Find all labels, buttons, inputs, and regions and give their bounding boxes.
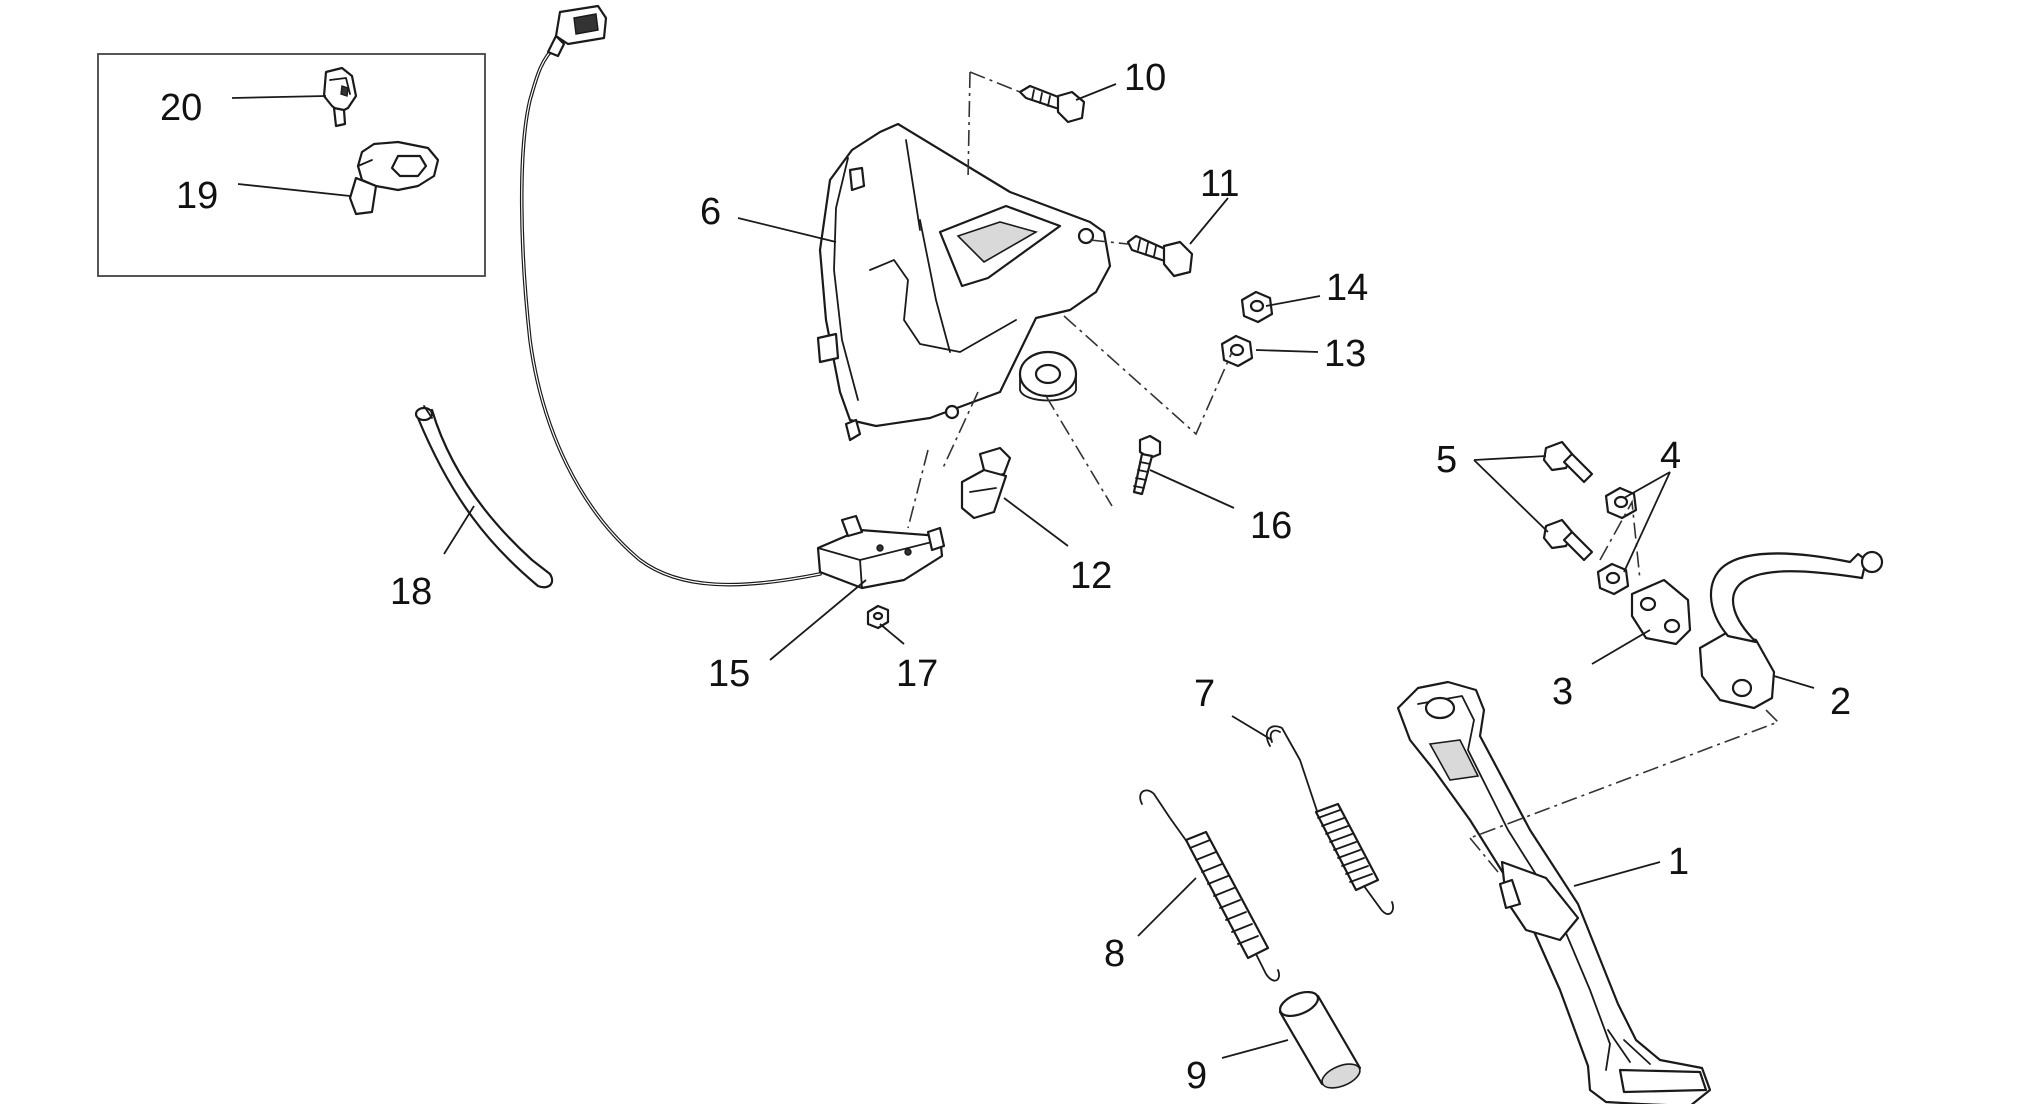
callout-19: 19 [176,175,218,217]
part-1-side-stand [1396,680,1712,1104]
switch-cable [519,4,822,587]
part-12-pivot-pin [960,446,1012,520]
part-4-nuts [1596,486,1638,596]
part-20-clip [322,66,358,128]
part-9-bushing [1278,990,1362,1089]
callout-9: 9 [1186,1055,1207,1097]
callout-6: 6 [700,191,721,233]
inset-detail-box [97,53,486,277]
callout-5: 5 [1436,439,1457,481]
callout-1: 1 [1668,841,1689,883]
part-13-nut [1220,334,1254,368]
callout-11: 11 [1200,163,1239,205]
part-2-stand-bracket [1698,550,1884,710]
callout-labels: 1 2 3 4 5 6 7 8 9 10 11 12 13 14 15 16 1… [160,57,1851,1097]
assembly-lines [907,71,1780,873]
callout-16: 16 [1250,505,1292,547]
callout-2: 2 [1830,681,1851,723]
callout-3: 3 [1552,671,1573,713]
callout-18: 18 [390,571,432,613]
callout-14: 14 [1326,267,1368,309]
callout-17: 17 [896,653,938,695]
part-7-spring [1265,725,1394,915]
part-11-bolt [1126,234,1194,278]
part-3-plate [1630,578,1692,646]
callout-4: 4 [1660,435,1681,477]
part-16-screw [1132,434,1162,496]
part-17-nut [866,604,890,630]
part-18-tube [414,405,554,589]
callout-10: 10 [1124,57,1166,99]
callout-13: 13 [1324,333,1366,375]
part-8-spring [1139,789,1280,982]
part-19-cable-guide [348,140,440,216]
part-10-bolt [1018,84,1086,124]
part-5-screws [1542,440,1594,562]
callout-8: 8 [1104,933,1125,975]
part-14-nut [1240,290,1274,324]
part-15-stand-switch [816,514,946,590]
callout-20: 20 [160,87,202,129]
part-6-bracket-plate [816,122,1112,442]
callout-7: 7 [1194,673,1215,715]
leader-lines [231,83,1815,1059]
callout-15: 15 [708,653,750,695]
callout-12: 12 [1070,555,1112,597]
